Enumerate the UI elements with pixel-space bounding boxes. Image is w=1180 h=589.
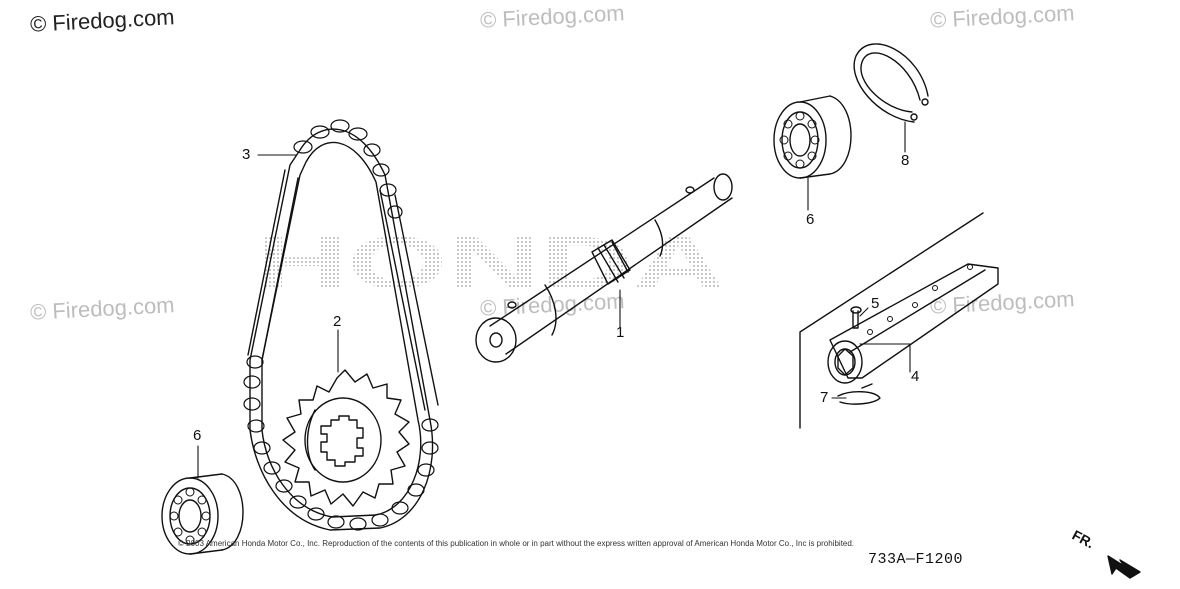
- callout-8: 8: [901, 152, 910, 169]
- callout-6-right: 6: [806, 211, 815, 228]
- retaining-clip: [837, 383, 881, 405]
- drive-sprocket: [282, 369, 410, 507]
- snap-ring: [853, 43, 929, 123]
- ball-bearing-left: [161, 473, 244, 555]
- callout-1: 1: [616, 324, 625, 341]
- callout-3: 3: [242, 146, 251, 163]
- copyright-notice: © 2003 American Honda Motor Co., Inc. Re…: [178, 539, 855, 548]
- ball-bearing-right: [773, 95, 852, 179]
- honda-logo: HONDA: [255, 221, 725, 304]
- diagram-code: 733A—F1200: [868, 551, 964, 568]
- drive-chain: [243, 119, 439, 531]
- drive-shaft: [475, 173, 733, 363]
- hex-axle: [799, 212, 999, 429]
- callout-4: 4: [911, 368, 920, 385]
- front-direction-arrow: [1107, 555, 1141, 579]
- leader-lines: [197, 121, 911, 479]
- svg-text:HONDA: HONDA: [255, 221, 725, 304]
- callout-5: 5: [871, 295, 880, 312]
- callout-7: 7: [820, 389, 829, 406]
- callout-2: 2: [333, 313, 342, 330]
- lock-pin: [850, 306, 862, 329]
- callout-6-left: 6: [193, 427, 202, 444]
